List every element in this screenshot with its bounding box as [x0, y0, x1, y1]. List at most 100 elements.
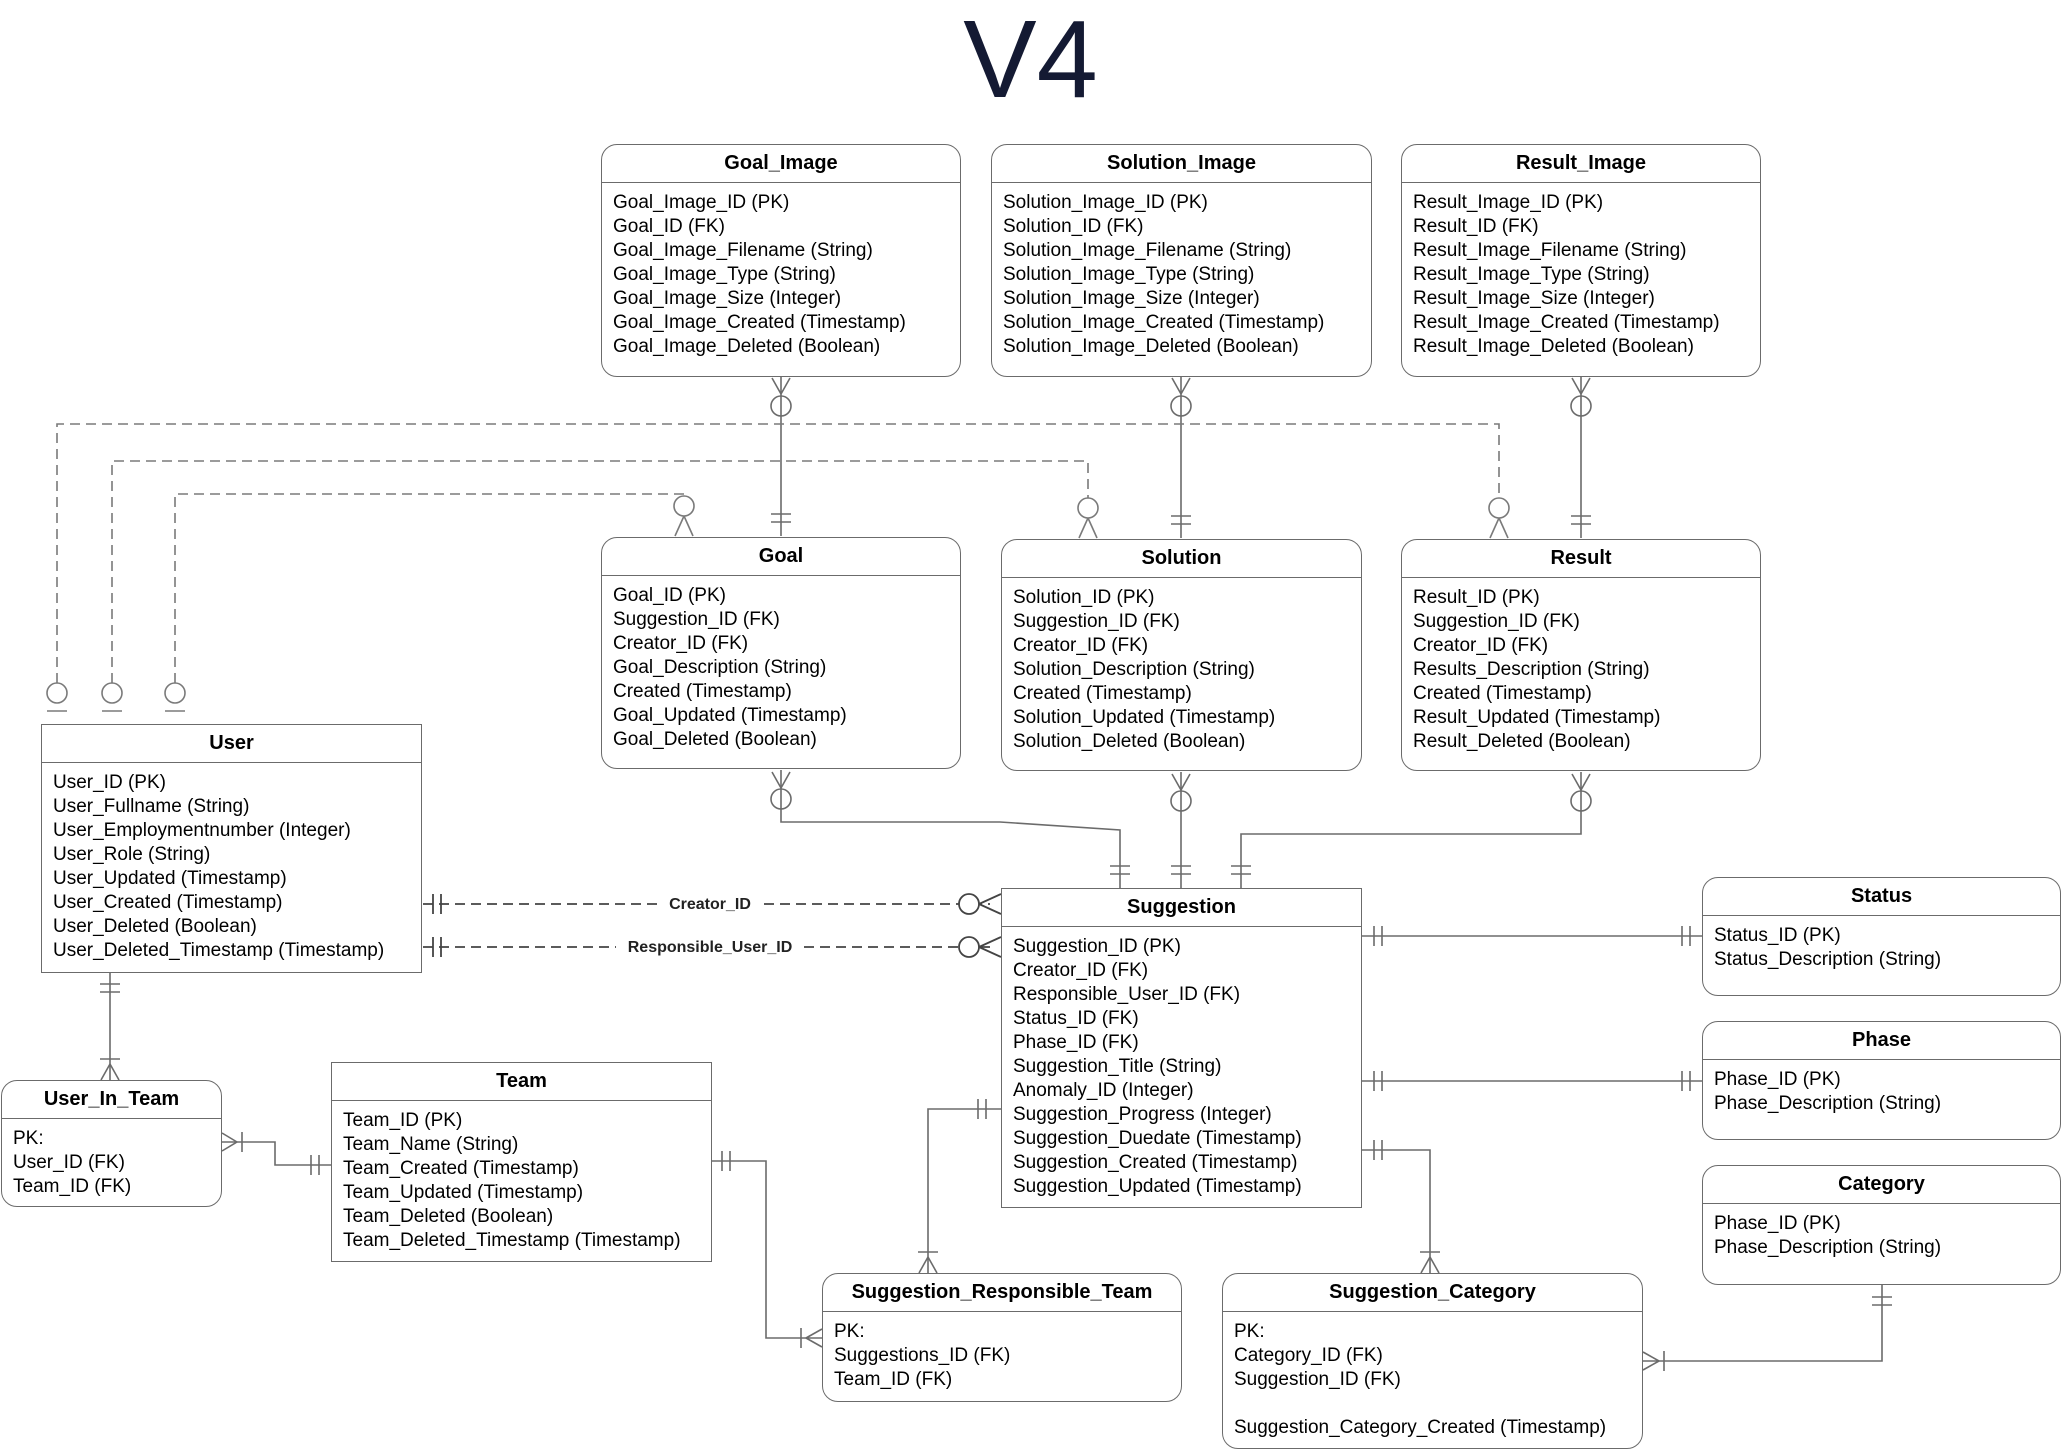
attribute: Suggestion_ID (FK): [1234, 1369, 1401, 1390]
attribute: User_Deleted_Timestamp (Timestamp): [53, 940, 385, 961]
attribute: Goal_Deleted (Boolean): [613, 729, 817, 750]
attribute: Solution_Updated (Timestamp): [1013, 707, 1276, 728]
attribute: PK:: [13, 1128, 44, 1149]
entity-goal[interactable]: Goal Goal_ID (PK) Suggestion_ID (FK) Cre…: [601, 537, 961, 769]
attribute: Solution_Image_Filename (String): [1003, 240, 1292, 261]
attribute: Solution_Image_Created (Timestamp): [1003, 312, 1325, 333]
link-user-user-in-team: [100, 973, 120, 1081]
entity-goal-image-title: Goal_Image: [602, 145, 960, 183]
attribute: Team_Name (String): [343, 1134, 519, 1155]
entity-suggestion-category-title: Suggestion_Category: [1223, 1274, 1642, 1312]
attribute: Created (Timestamp): [613, 681, 792, 702]
link-suggestion-status: [1362, 926, 1702, 946]
attribute: Team_ID (FK): [13, 1176, 132, 1197]
link-suggestion-responsible-team: [918, 1099, 1002, 1274]
link-team-responsible-team: [712, 1151, 823, 1348]
attribute: User_Role (String): [53, 844, 211, 865]
link-result-suggestion: [1231, 772, 1592, 888]
attribute: Suggestion_Title (String): [1013, 1056, 1222, 1077]
entity-phase-title: Phase: [1703, 1022, 2060, 1060]
entity-team[interactable]: Team Team_ID (PK) Team_Name (String) Tea…: [331, 1062, 712, 1262]
attribute: Suggestion_ID (FK): [613, 609, 780, 630]
attribute: Suggestion_ID (FK): [1413, 611, 1580, 632]
attribute: Suggestion_Duedate (Timestamp): [1013, 1128, 1302, 1149]
attribute: Solution_ID (FK): [1003, 216, 1144, 237]
attribute: Phase_Description (String): [1714, 1093, 1942, 1114]
attribute: User_Fullname (String): [53, 796, 250, 817]
attribute: Solution_Image_ID (PK): [1003, 192, 1208, 213]
attribute: Created (Timestamp): [1013, 683, 1192, 704]
entity-goal-title: Goal: [602, 538, 960, 576]
attribute: Solution_Image_Size (Integer): [1003, 288, 1260, 309]
attribute: Goal_Image_Size (Integer): [613, 288, 842, 309]
attribute: Goal_Updated (Timestamp): [613, 705, 847, 726]
attribute: Suggestion_Updated (Timestamp): [1013, 1176, 1302, 1197]
entity-suggestion-responsible-team-title: Suggestion_Responsible_Team: [823, 1274, 1181, 1312]
attribute: Solution_ID (PK): [1013, 587, 1155, 608]
attribute: User_Updated (Timestamp): [53, 868, 287, 889]
entity-user-in-team[interactable]: User_In_Team PK: User_ID (FK) Team_ID (F…: [1, 1080, 222, 1207]
attribute: Creator_ID (FK): [613, 633, 749, 654]
entity-solution[interactable]: Solution Solution_ID (PK) Suggestion_ID …: [1001, 539, 1362, 771]
attribute: Goal_Image_Type (String): [613, 264, 836, 285]
link-user-result: [46, 423, 1510, 712]
attribute: Status_Description (String): [1714, 949, 1942, 970]
entity-suggestion[interactable]: Suggestion Suggestion_ID (PK) Creator_ID…: [1001, 888, 1362, 1208]
attribute: PK:: [834, 1321, 865, 1342]
entity-status[interactable]: Status Status_ID (PK) Status_Description…: [1702, 877, 2061, 996]
attribute: Team_Deleted (Boolean): [343, 1206, 554, 1227]
attribute: Suggestion_Progress (Integer): [1013, 1104, 1272, 1125]
entity-category[interactable]: Category Phase_ID (PK) Phase_Description…: [1702, 1165, 2061, 1285]
attribute: Result_Updated (Timestamp): [1413, 707, 1661, 728]
entity-result-image[interactable]: Result_Image Result_Image_ID (PK) Result…: [1401, 144, 1761, 377]
entity-solution-image[interactable]: Solution_Image Solution_Image_ID (PK) So…: [991, 144, 1372, 377]
link-result-image-result: [1570, 376, 1592, 538]
attribute: Phase_ID (PK): [1714, 1213, 1841, 1234]
link-category-suggestion-category: [1642, 1285, 1892, 1371]
attribute: Solution_Image_Deleted (Boolean): [1003, 336, 1299, 357]
attribute: Goal_Image_Filename (String): [613, 240, 873, 261]
attribute: Created (Timestamp): [1413, 683, 1592, 704]
attribute: Suggestion_Category_Created (Timestamp): [1234, 1417, 1607, 1438]
attribute: Anomaly_ID (Integer): [1013, 1080, 1194, 1101]
attribute: Team_Created (Timestamp): [343, 1158, 579, 1179]
attribute: Solution_Description (String): [1013, 659, 1255, 680]
attribute: Goal_Image_ID (PK): [613, 192, 790, 213]
entity-goal-image[interactable]: Goal_Image Goal_Image_ID (PK) Goal_ID (F…: [601, 144, 961, 377]
attribute: Result_ID (FK): [1413, 216, 1539, 237]
attribute: Suggestion_ID (PK): [1013, 936, 1181, 957]
entity-user[interactable]: User User_ID (PK) User_Fullname (String)…: [41, 724, 422, 973]
link-goal-image-goal: [770, 376, 792, 536]
entity-team-title: Team: [332, 1063, 711, 1101]
attribute: Goal_Description (String): [613, 657, 827, 678]
entity-result-title: Result: [1402, 540, 1760, 578]
link-user-solution: [101, 460, 1099, 712]
attribute: Team_Updated (Timestamp): [343, 1182, 584, 1203]
attribute: Creator_ID (FK): [1013, 960, 1149, 981]
label-responsible-user-id: Responsible_User_ID: [628, 939, 793, 956]
link-solution-image-solution: [1170, 376, 1192, 538]
link-goal-suggestion: [770, 770, 1130, 888]
attribute: Result_Image_Size (Integer): [1413, 288, 1655, 309]
link-solution-suggestion: [1170, 772, 1192, 888]
entity-result[interactable]: Result Result_ID (PK) Suggestion_ID (FK)…: [1401, 539, 1761, 771]
attribute: Status_ID (PK): [1714, 925, 1841, 946]
attribute: User_ID (FK): [13, 1152, 125, 1173]
entity-suggestion-responsible-team[interactable]: Suggestion_Responsible_Team PK: Suggesti…: [822, 1273, 1182, 1402]
attribute: User_Deleted (Boolean): [53, 916, 257, 937]
attribute: Result_ID (PK): [1413, 587, 1540, 608]
attribute: User_Created (Timestamp): [53, 892, 283, 913]
attribute: Goal_ID (PK): [613, 585, 726, 606]
attribute: Creator_ID (FK): [1013, 635, 1149, 656]
attribute: Suggestions_ID (FK): [834, 1345, 1011, 1366]
link-user-suggestion-creator: [423, 893, 1002, 915]
link-user-goal: [164, 493, 695, 712]
label-creator-id: Creator_ID: [669, 896, 751, 913]
entity-phase[interactable]: Phase Phase_ID (PK) Phase_Description (S…: [1702, 1021, 2061, 1140]
entity-suggestion-category[interactable]: Suggestion_Category PK: Category_ID (FK)…: [1222, 1273, 1643, 1449]
attribute: Result_Image_Filename (String): [1413, 240, 1687, 261]
attribute: Status_ID (FK): [1013, 1008, 1139, 1029]
attribute: Goal_ID (FK): [613, 216, 725, 237]
